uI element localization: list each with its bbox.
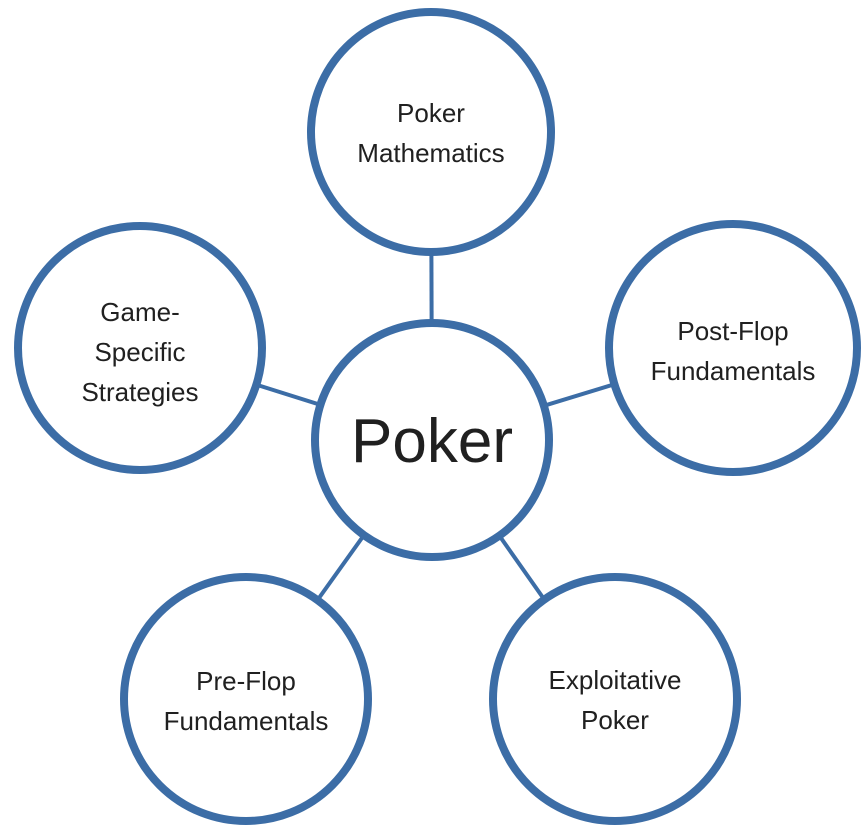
node-circle-exploitative-poker xyxy=(489,573,741,825)
node-label-pre-flop-fundamentals: Pre-Flop Fundamentals xyxy=(136,661,356,741)
node-label-text: Specific xyxy=(94,337,186,367)
node-label-text: Fundamentals xyxy=(163,706,329,736)
node-circles xyxy=(14,8,861,825)
node-label-game-specific-strategies: Game- Specific Strategies xyxy=(30,292,250,412)
node-circle-game-specific-strategies xyxy=(14,222,266,474)
node-label-text: Post-Flop xyxy=(677,316,789,346)
node-label-poker-mathematics: Poker Mathematics xyxy=(321,93,541,173)
node-label-text: Poker xyxy=(351,407,513,476)
node-label-exploitative-poker: Exploitative Poker xyxy=(505,660,725,740)
node-label-text: Poker xyxy=(581,705,649,735)
node-label-text: Fundamentals xyxy=(650,356,816,386)
node-label-text: Mathematics xyxy=(357,138,505,168)
node-label-text: Exploitative xyxy=(548,665,682,695)
node-circle-poker-center xyxy=(311,319,553,561)
node-circle-poker-mathematics xyxy=(307,8,555,256)
node-label-text: Strategies xyxy=(81,377,199,407)
node-label-post-flop-fundamentals: Post-Flop Fundamentals xyxy=(623,311,843,391)
node-circle-post-flop-fundamentals xyxy=(605,220,861,476)
node-label-text: Pre-Flop xyxy=(196,666,296,696)
node-circle-pre-flop-fundamentals xyxy=(120,573,372,825)
node-label-text: Poker xyxy=(397,98,465,128)
node-label-text: Game- xyxy=(100,297,180,327)
node-label-poker-center: Poker xyxy=(292,410,572,474)
